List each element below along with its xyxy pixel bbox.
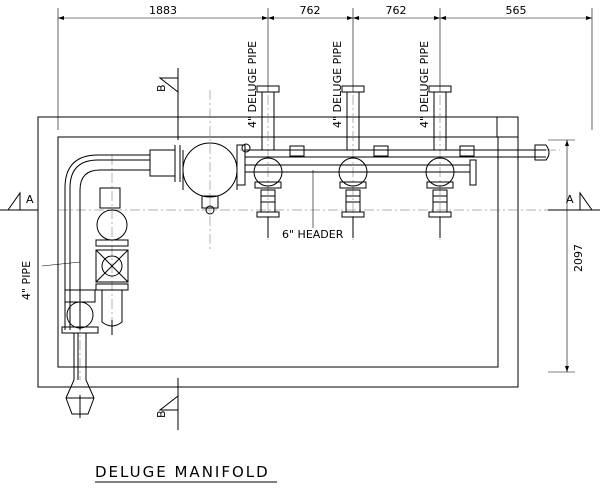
header-label: 6" HEADER — [282, 170, 344, 241]
pipe-4in-label: 4" PIPE — [20, 261, 81, 300]
section-marker-b-bottom: B — [155, 378, 179, 430]
svg-text:4" PIPE: 4" PIPE — [20, 261, 33, 300]
base-outline — [37, 116, 519, 388]
deluge-riser-2 — [338, 85, 368, 238]
dimension-762-b: 762 — [386, 4, 407, 17]
dimension-565: 565 — [506, 4, 527, 17]
header-pipe-6in — [245, 144, 550, 186]
section-marker-b-top: B — [155, 68, 179, 140]
lower-riser — [61, 289, 99, 418]
dimension-762-a: 762 — [300, 4, 321, 17]
deluge-valve — [182, 142, 251, 215]
dimension-2097: 2097 — [572, 244, 585, 272]
riser-pipe-4in — [64, 145, 181, 330]
deluge-pipe-label-3: 4" DELUGE PIPE — [418, 41, 431, 128]
drawing-title: DELUGE MANIFOLD — [95, 463, 270, 481]
svg-text:A: A — [26, 193, 34, 206]
deluge-pipe-label-1: 4" DELUGE PIPE — [246, 41, 259, 128]
section-marker-a-right: A — [548, 191, 600, 211]
svg-text:A: A — [566, 193, 574, 206]
svg-text:6" HEADER: 6" HEADER — [282, 228, 344, 241]
deluge-pipe-label-2: 4" DELUGE PIPE — [331, 41, 344, 128]
top-dimension-chain: 1883 762 762 565 — [57, 4, 593, 130]
svg-text:B: B — [155, 84, 168, 92]
section-marker-a-left: A — [0, 191, 38, 211]
deluge-riser-3 — [425, 85, 455, 238]
trim-branch — [95, 187, 129, 335]
right-dimension: 2097 — [548, 139, 585, 373]
dimension-1883: 1883 — [149, 4, 177, 17]
deluge-riser-1 — [253, 85, 283, 238]
svg-text:B: B — [155, 410, 168, 418]
